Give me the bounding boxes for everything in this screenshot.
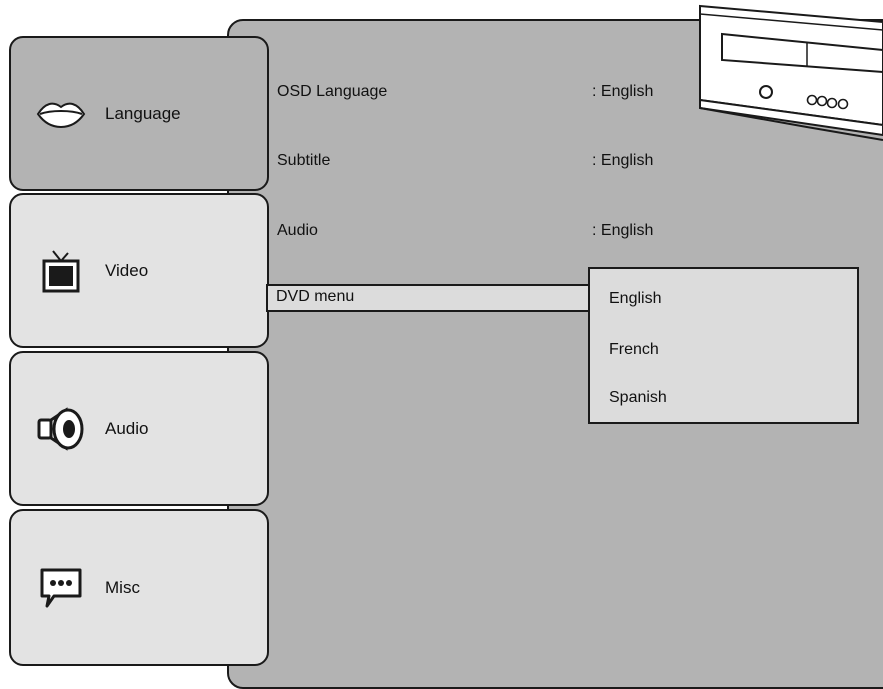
setting-subtitle-value[interactable]: : English: [592, 152, 654, 169]
tab-misc-label: Misc: [105, 577, 140, 597]
setting-osd-language-label[interactable]: OSD Language: [277, 83, 388, 100]
setting-audio-label[interactable]: Audio: [277, 222, 318, 239]
tab-audio-label: Audio: [105, 418, 149, 438]
setting-subtitle-label[interactable]: Subtitle: [277, 152, 331, 169]
dropdown-option-spanish[interactable]: Spanish: [609, 389, 667, 406]
dropdown-option-english[interactable]: English: [609, 290, 662, 307]
dvd-menu-dropdown[interactable]: [588, 267, 859, 424]
tab-misc[interactable]: Misc: [9, 509, 269, 666]
setting-osd-language-value[interactable]: : English: [592, 83, 654, 100]
tab-audio[interactable]: Audio: [9, 351, 269, 506]
tab-language-label: Language: [105, 103, 181, 123]
tab-video[interactable]: Video: [9, 193, 269, 348]
tv-icon: [33, 246, 89, 296]
setting-dvd-menu-row[interactable]: [266, 284, 596, 312]
speaker-icon: [33, 404, 89, 454]
setting-dvd-menu-label[interactable]: DVD menu: [276, 288, 355, 305]
dvd-player-icon: [699, 4, 883, 141]
tab-video-label: Video: [105, 260, 149, 280]
dropdown-option-french[interactable]: French: [609, 341, 659, 358]
speech-bubble-icon: [33, 563, 89, 613]
active-tab-connector: [225, 38, 233, 189]
lips-icon: [33, 89, 89, 139]
setting-audio-value[interactable]: : English: [592, 222, 654, 239]
